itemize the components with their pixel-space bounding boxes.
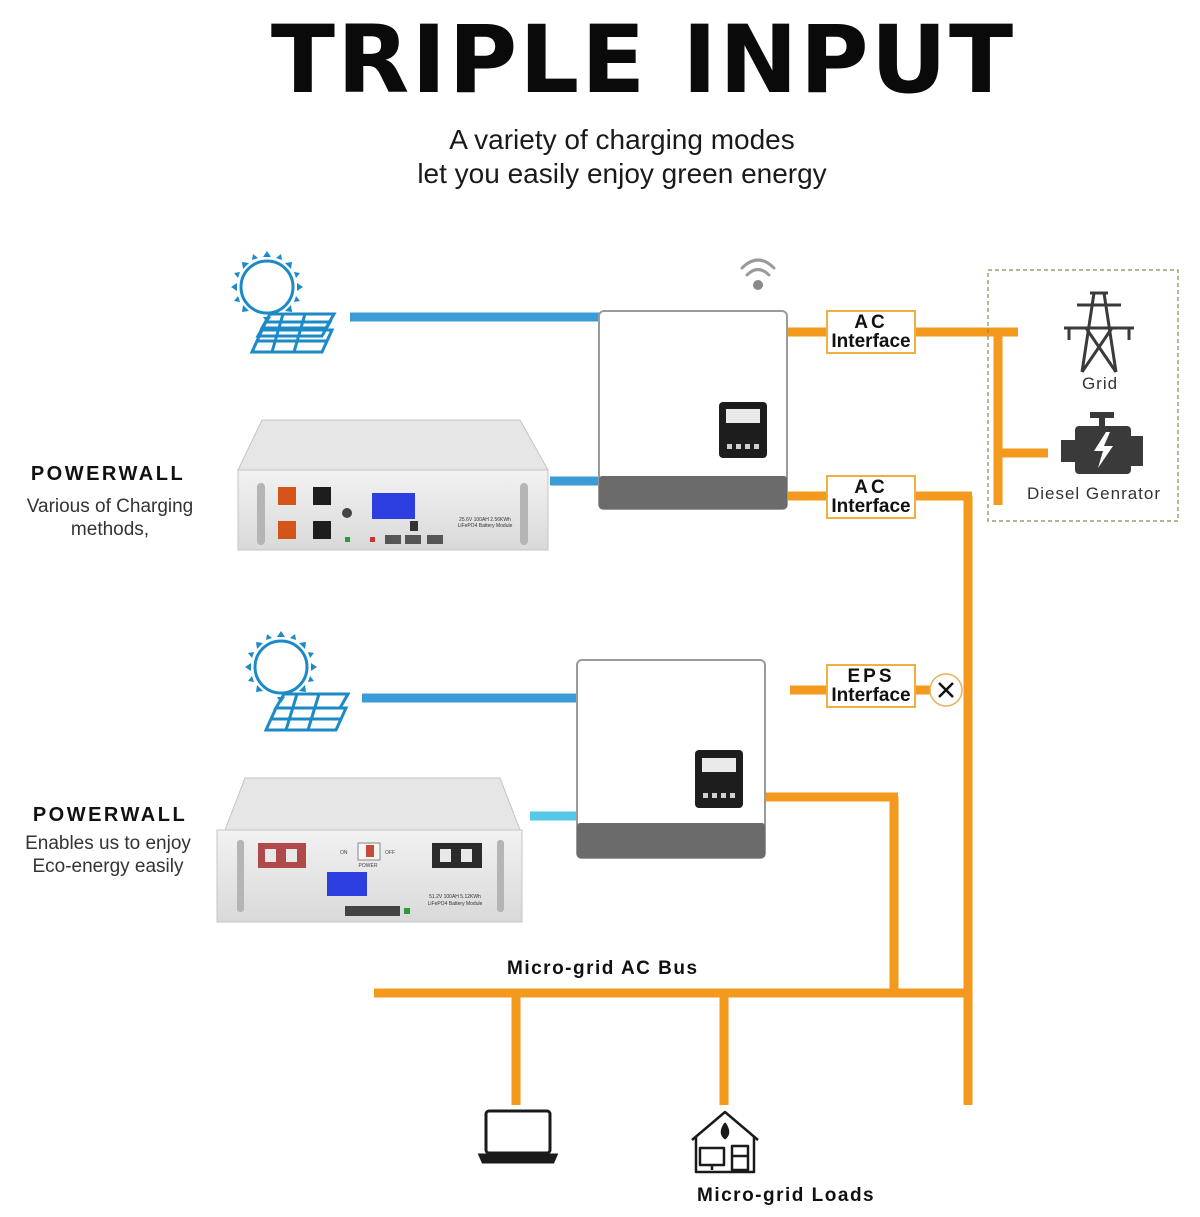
close-icon: [929, 673, 963, 707]
powerwall-bottom-desc-1: Enables us to enjoy: [25, 833, 191, 854]
sun-icon: [245, 631, 317, 703]
inverter-bottom: [576, 659, 766, 859]
engine-icon: [1061, 412, 1143, 474]
dc-wiring: [350, 312, 600, 821]
switch-on-label: ON: [340, 850, 348, 856]
powerwall-bottom-desc-2: Eco-energy easily: [32, 856, 184, 877]
subtitle-line-1: A variety of charging modes: [449, 124, 795, 155]
wifi-icon: [740, 258, 776, 290]
sun-icon: [231, 251, 303, 323]
ac-interface-bottom-line2: Interface: [831, 496, 911, 517]
ac-interface-top-line2: Interface: [831, 331, 911, 352]
ac-interface-bottom-line1: AC: [854, 477, 888, 498]
inverter-top: [598, 310, 788, 510]
ac-interface-top-line1: AC: [854, 312, 888, 333]
eps-interface-line1: EPS: [847, 666, 895, 687]
powerwall-top-desc-2: methods,: [70, 519, 150, 540]
loads-label: Micro-grid Loads: [697, 1185, 876, 1206]
page-title: TRIPLE INPUT: [270, 6, 1016, 115]
solar-panel-icon: [263, 692, 351, 732]
subtitle-line-2: let you easily enjoy green energy: [417, 158, 827, 189]
eps-interface-line2: Interface: [831, 685, 911, 706]
module-label-bottom-1: 51.2V 100AH 5.12KWh: [429, 894, 481, 900]
ac-interface-bottom: AC Interface: [826, 475, 916, 519]
ac-bus-label: Micro-grid AC Bus: [507, 958, 699, 979]
switch-off-label: OFF: [385, 850, 395, 856]
module-label-bottom-2: LiFePO4 Battery Module: [428, 901, 483, 907]
battery-module-top: [237, 419, 549, 551]
grid-label: Grid: [1081, 374, 1119, 393]
powerwall-top-desc-1: Various of Charging: [26, 496, 194, 517]
eps-interface: EPS Interface: [826, 664, 916, 708]
module-label-top-1: 25.6V 100AH 2.56KWh: [459, 517, 511, 523]
house-icon: [691, 1110, 759, 1174]
powerwall-top-title: POWERWALL: [30, 463, 186, 485]
battery-module-bottom: [216, 777, 523, 923]
solar-panel-icon: [249, 312, 337, 354]
ac-interface-top: AC Interface: [826, 310, 916, 354]
module-label-top-2: LiFePO4 Battery Module: [458, 523, 513, 529]
power-label: POWER: [359, 863, 378, 869]
pylon-icon: [1064, 291, 1134, 373]
powerwall-bottom-title: POWERWALL: [32, 804, 188, 826]
laptop-icon: [477, 1109, 559, 1164]
source-group-box: [987, 269, 1179, 522]
generator-label: Diesel Genrator: [1026, 484, 1162, 503]
